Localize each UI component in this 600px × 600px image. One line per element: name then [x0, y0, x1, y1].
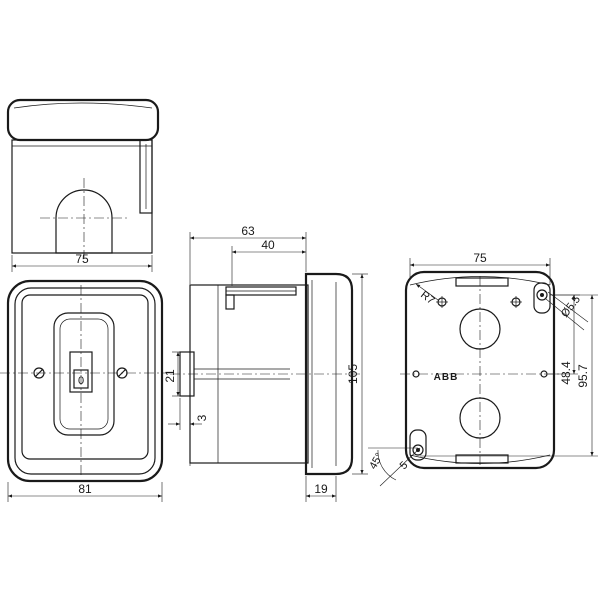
top-view-knockout [55, 189, 113, 254]
dim-angle-arc [377, 449, 397, 481]
mounting-ear-center [540, 293, 544, 297]
mounting-ear-top [533, 282, 551, 314]
dim-back-half: 48.4 [559, 361, 573, 385]
front-view-plate [21, 294, 149, 460]
dim-arrow [415, 283, 439, 301]
front-view-window [53, 312, 115, 436]
dim-boss-depth: 3 [195, 414, 209, 421]
front-view-frame [6, 279, 164, 483]
top-view-latch [139, 139, 153, 214]
dim-boss-height: 21 [163, 369, 177, 383]
front-view-frame-inner [14, 287, 156, 475]
back-view-body [404, 270, 556, 470]
dim-radius: R7 [418, 289, 436, 307]
dim-front-width: 81 [78, 482, 92, 496]
back-view-slot-top [455, 277, 509, 287]
side-view-cover [304, 272, 354, 476]
mounting-ear-hole [536, 289, 548, 301]
side-view-latch-hook [225, 294, 235, 310]
dim-depth-total: 63 [241, 224, 255, 238]
dim-depth-inner: 40 [261, 238, 275, 252]
dim-leader [545, 298, 585, 331]
top-view: 75 [6, 98, 160, 272]
back-view-slot-bottom [455, 454, 509, 464]
mounting-ear-hole [412, 444, 424, 456]
dim-flange: 19 [314, 482, 328, 496]
dim-top-width: 75 [75, 252, 89, 266]
front-view: 0 81 [0, 279, 170, 502]
dim-back-height: 95.7 [576, 364, 590, 388]
top-view-body [11, 139, 153, 254]
top-view-cover-edge [13, 102, 153, 109]
dim-leader [547, 291, 589, 323]
dim-height: 105 [346, 364, 360, 384]
dim-ext [379, 447, 421, 487]
front-view-window-inner [59, 318, 109, 430]
side-view: 63 40 105 21 3 19 [163, 224, 368, 502]
dim-back-width: 75 [473, 251, 487, 265]
back-view: ABB 75 R7 Ø5.5 48.4 95.7 45° 5 [367, 251, 598, 487]
mounting-ear-bottom [409, 429, 427, 461]
brand-logo: ABB [434, 372, 459, 383]
